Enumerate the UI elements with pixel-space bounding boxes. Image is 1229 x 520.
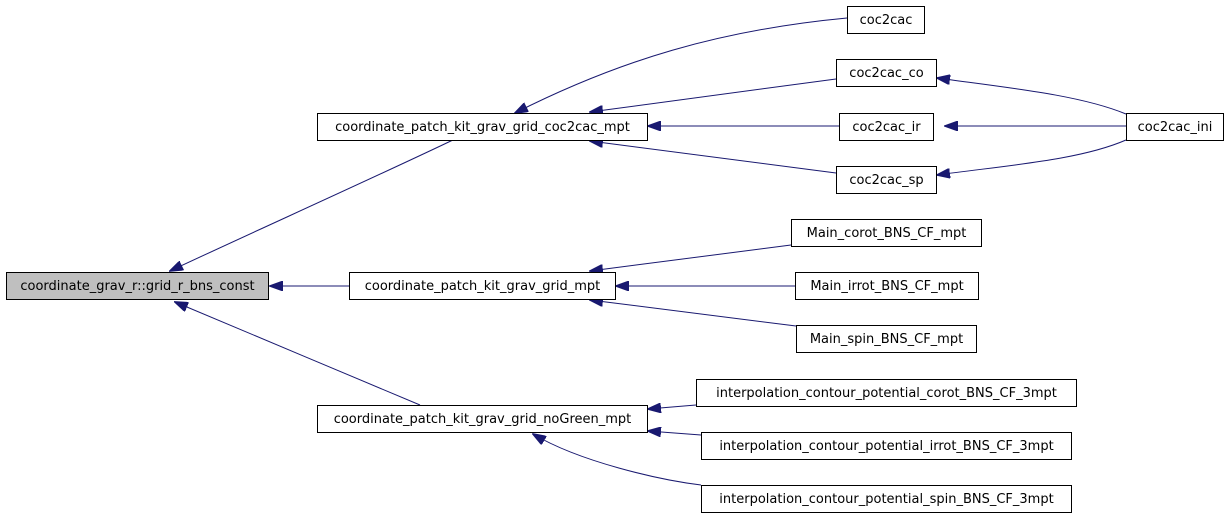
node-coc2cac-ir[interactable]: coc2cac_ir xyxy=(839,113,934,141)
node-coc2cac-sp[interactable]: coc2cac_sp xyxy=(836,166,937,194)
edge-main-spin-to-grid-mpt xyxy=(590,300,797,327)
node-main-corot[interactable]: Main_corot_BNS_CF_mpt xyxy=(791,219,982,247)
edge-coc2cac-ini-to-coc2cac-co xyxy=(937,78,1127,115)
node-grid-mpt[interactable]: coordinate_patch_kit_grav_grid_mpt xyxy=(349,272,616,300)
edge-coc2cac-mpt-to-root xyxy=(170,138,456,271)
node-coc2cac[interactable]: coc2cac xyxy=(847,6,925,34)
node-interp-spin[interactable]: interpolation_contour_potential_spin_BNS… xyxy=(701,485,1072,513)
node-coc2cac-mpt[interactable]: coordinate_patch_kit_grav_grid_coc2cac_m… xyxy=(317,113,648,141)
edge-coc2cac-co-to-coc2cac-mpt xyxy=(590,78,837,112)
edge-coc2cac-ini-to-coc2cac-sp xyxy=(937,139,1127,175)
node-interp-corot[interactable]: interpolation_contour_potential_corot_BN… xyxy=(696,379,1077,407)
edge-coc2cac-to-coc2cac-mpt xyxy=(515,17,848,113)
node-nogreen-mpt[interactable]: coordinate_patch_kit_grav_grid_noGreen_m… xyxy=(317,405,648,433)
edge-interp-spin-to-nogreen-mpt xyxy=(533,434,702,486)
root-node: coordinate_grav_r::grid_r_bns_const xyxy=(6,272,269,300)
edge-main-corot-to-grid-mpt xyxy=(590,244,792,271)
edge-interp-irrot-to-nogreen-mpt xyxy=(648,431,702,435)
edge-interp-corot-to-nogreen-mpt xyxy=(648,405,697,409)
node-coc2cac-ini[interactable]: coc2cac_ini xyxy=(1126,113,1224,141)
edge-coc2cac-sp-to-coc2cac-mpt xyxy=(590,141,837,174)
node-main-irrot[interactable]: Main_irrot_BNS_CF_mpt xyxy=(795,272,979,300)
node-interp-irrot[interactable]: interpolation_contour_potential_irrot_BN… xyxy=(701,432,1072,460)
node-coc2cac-co[interactable]: coc2cac_co xyxy=(836,59,937,87)
node-main-spin[interactable]: Main_spin_BNS_CF_mpt xyxy=(796,325,977,353)
edge-nogreen-mpt-to-root xyxy=(175,302,421,406)
